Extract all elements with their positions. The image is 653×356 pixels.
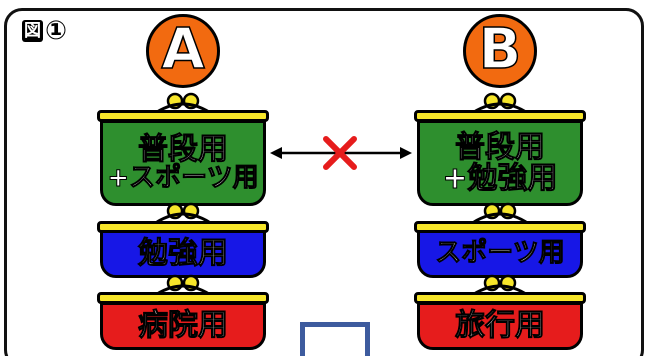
connector-b-top (473, 92, 527, 114)
block-a-middle: 勉強用 (100, 230, 266, 278)
connector-a-top (156, 92, 210, 114)
block-a-middle-label: 勉強用 (138, 236, 229, 272)
block-b-bottom-label: 旅行用 (455, 308, 546, 344)
block-a-top-line1: 普段用 (138, 131, 229, 167)
block-b-top-line1: 普段用 (455, 129, 546, 165)
block-a-bottom-label: 病院用 (138, 308, 229, 344)
circle-a: A (146, 14, 220, 88)
block-b-top-line2: +勉強用 (442, 161, 558, 196)
block-a-top: 普段用 +スポーツ用 (100, 120, 266, 206)
gate-shape (300, 322, 370, 356)
block-b-bottom: 旅行用 (417, 302, 583, 350)
connector-a-middle (156, 202, 210, 224)
figure-label-number: ① (45, 16, 68, 46)
connector-b-middle (473, 202, 527, 224)
connector-b-bottom (473, 274, 527, 296)
circle-b: B (463, 14, 537, 88)
cross-mark-icon (323, 136, 357, 170)
block-a-top-line2: +スポーツ用 (107, 163, 259, 194)
figure-label: 図 ① (22, 18, 67, 44)
block-a-bottom: 病院用 (100, 302, 266, 350)
figure-label-box: 図 (22, 20, 43, 42)
block-b-middle: スポーツ用 (417, 230, 583, 278)
block-b-middle-label: スポーツ用 (435, 238, 565, 269)
connector-a-bottom (156, 274, 210, 296)
double-arrow-icon (270, 136, 412, 170)
block-b-top: 普段用 +勉強用 (417, 120, 583, 206)
